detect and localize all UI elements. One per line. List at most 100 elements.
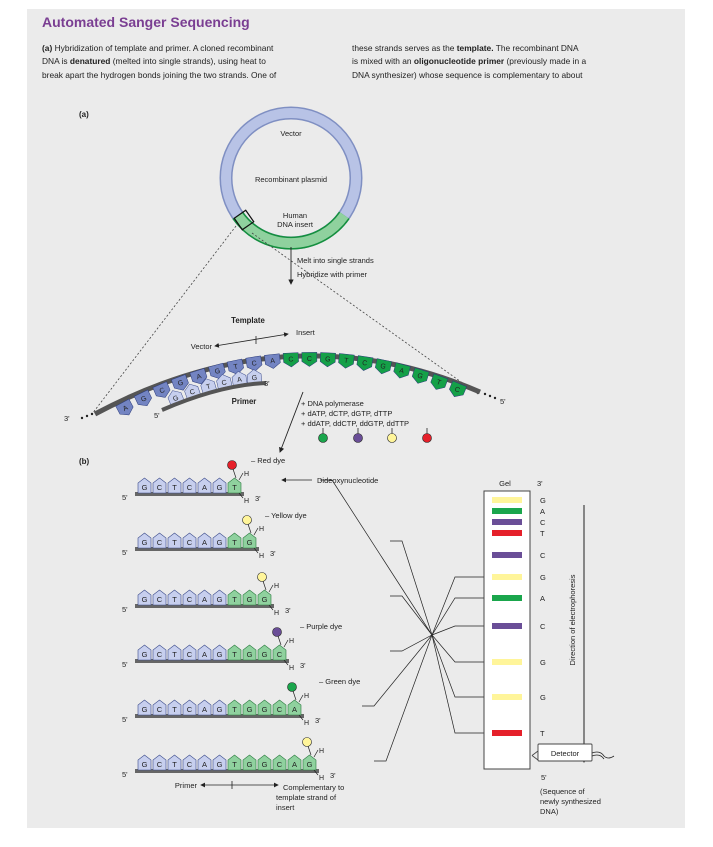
base-letter: C (157, 483, 163, 492)
base-letter: G (325, 356, 331, 363)
gel (483, 490, 531, 770)
yellow-dye-marker (257, 572, 267, 582)
intro-text: DNA synthesizer) whose sequence is compl… (352, 69, 583, 80)
human-insert-label: DNA insert (277, 220, 314, 229)
primer-base: T (167, 644, 182, 661)
vector-strand-label: Vector (191, 342, 213, 351)
base-letter: G (177, 379, 185, 387)
new-base: G (242, 589, 257, 606)
purple-dye-label: – Purple dye (300, 622, 342, 631)
insert-base: T (430, 373, 449, 390)
base-letter: C (157, 595, 163, 604)
band-base-label: G (540, 496, 546, 505)
base-letter: C (277, 760, 283, 769)
primer-base: G (212, 589, 227, 606)
base-letter: G (217, 650, 223, 659)
band-base-label: G (540, 693, 546, 702)
base-letter: C (157, 538, 163, 547)
gel-band: T (492, 529, 545, 538)
base-letter: G (142, 595, 148, 604)
hydrogen-label: H (304, 720, 309, 727)
melt-label: Melt into single strands (297, 256, 374, 265)
detector (537, 743, 593, 762)
new-base: C (272, 644, 287, 661)
base-letter: T (172, 595, 177, 604)
red-dye-dot (422, 433, 432, 443)
gel-band: C (492, 622, 546, 631)
base-letter: G (217, 483, 223, 492)
detector-label: Detector (551, 749, 580, 758)
reagent-line: + ddATP, ddCTP, ddGTP, ddTTP (301, 419, 409, 428)
vector-base: A (115, 398, 134, 416)
five-prime-label: 5' (122, 715, 128, 724)
base-letter: G (247, 705, 253, 714)
base-letter: G (262, 650, 268, 659)
sequence-note: (Sequence of (540, 787, 586, 796)
gel-band: C (492, 551, 546, 560)
hydrogen-label: H (274, 610, 279, 617)
intro-text: these strands serves as the (352, 43, 457, 53)
yellow-dye-dot (387, 433, 397, 443)
new-base: T (227, 477, 242, 494)
gel-band: A (492, 594, 545, 603)
primer-base: T (167, 589, 182, 606)
primer-base: C (152, 589, 167, 606)
green-dye-marker (287, 682, 297, 692)
vector-label: Vector (280, 129, 302, 138)
dot (483, 392, 487, 396)
base-letter: T (232, 595, 237, 604)
base-letter: C (189, 388, 196, 396)
three-prime-label: 3' (330, 771, 336, 780)
red-dye-label: – Red dye (251, 456, 285, 465)
hybridize-label: Hybridize with primer (297, 270, 368, 279)
base-letter: C (187, 650, 193, 659)
backbone (135, 492, 244, 496)
base-letter: G (251, 375, 257, 382)
band-base-label: C (540, 622, 546, 631)
dot (85, 414, 89, 418)
base-letter: G (247, 650, 253, 659)
base-letter: G (142, 760, 148, 769)
hydrogen-label: H (289, 638, 294, 645)
part-b-label: (b) (79, 457, 90, 466)
base-letter: A (270, 358, 276, 365)
migration-lines (320, 479, 484, 762)
red-dye-marker (227, 460, 237, 470)
primer-label: Primer (232, 397, 257, 406)
yellow-dye-marker (242, 515, 252, 525)
base-letter: T (232, 538, 237, 547)
primer-base: C (182, 644, 197, 661)
new-base: G (242, 644, 257, 661)
base-letter: C (157, 760, 163, 769)
template-3prime: 3' (64, 414, 70, 423)
migration-line (390, 540, 484, 698)
vector-insert-arrow (214, 332, 289, 348)
primer-base: C (182, 589, 197, 606)
backbone (135, 714, 304, 718)
base-letter: T (172, 705, 177, 714)
insert-base: G (319, 352, 336, 368)
base-letter: C (221, 379, 227, 387)
dot (493, 396, 497, 400)
reagent-line: + dATP, dCTP, dGTP, dTTP (301, 409, 392, 418)
reagent-arrow (279, 391, 304, 453)
primer-base: T (167, 477, 182, 494)
zoom-line-left (91, 225, 237, 415)
new-base: G (257, 699, 272, 716)
primer-base: G (137, 754, 152, 771)
human-insert-label: Human (283, 211, 307, 220)
hydrogen-label: H (244, 471, 249, 478)
primer-base: G (137, 644, 152, 661)
base-letter: G (416, 372, 423, 380)
five-prime-label: 5' (122, 770, 128, 779)
migration-line (362, 597, 484, 707)
new-base: T (227, 532, 242, 549)
base-letter: C (251, 360, 257, 368)
new-base: T (227, 644, 242, 661)
three-prime-label: 3' (270, 549, 276, 558)
new-base: G (257, 589, 272, 606)
base-letter: G (247, 760, 253, 769)
insert-base: C (449, 380, 468, 397)
